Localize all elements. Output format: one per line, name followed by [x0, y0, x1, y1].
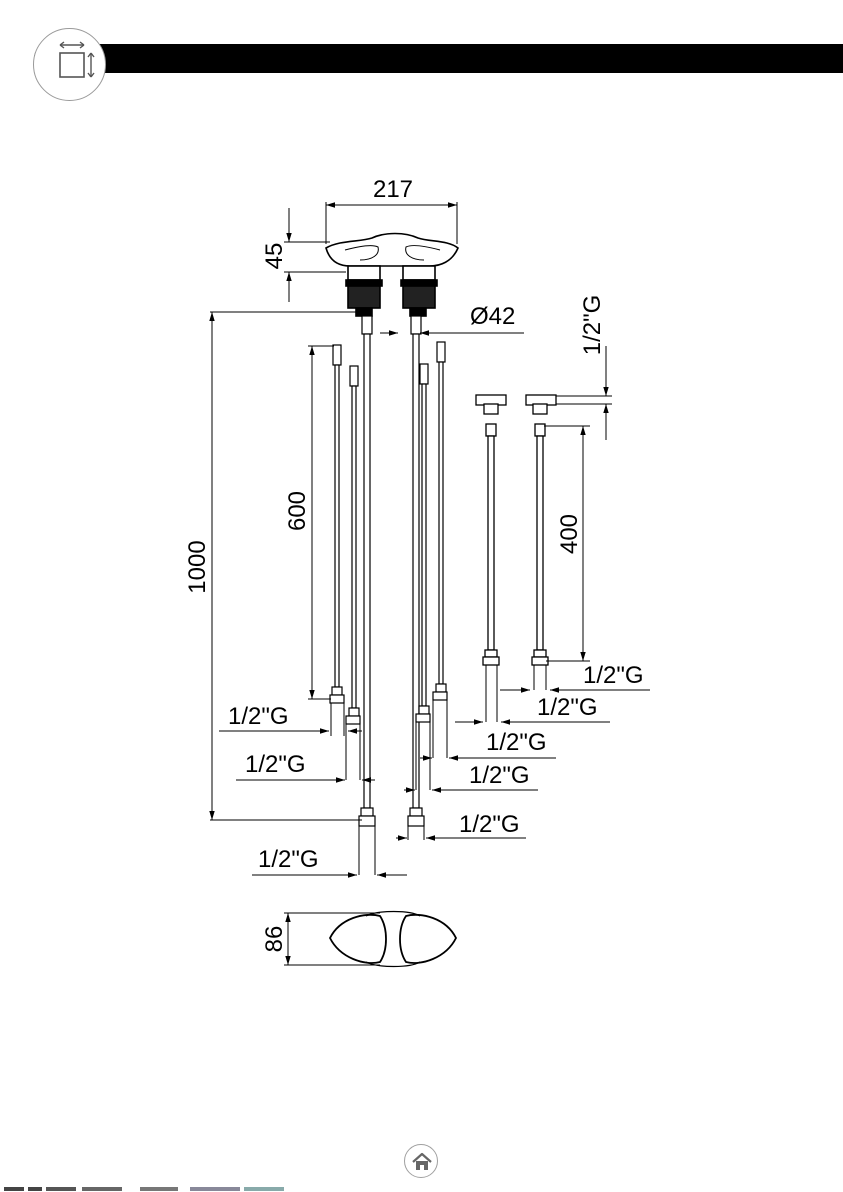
valve-right [526, 395, 556, 665]
dim-thread-5: 1/2"G [459, 811, 520, 838]
dim-thread-4: 1/2"G [469, 762, 530, 789]
dim-thread-3: 1/2"G [486, 729, 547, 756]
dim-thread-2: 1/2"G [537, 694, 598, 721]
dim-thread-8: 1/2"G [258, 846, 319, 873]
footer-strip [0, 1186, 300, 1192]
dim-thread-valve: 1/2"G [579, 295, 606, 356]
dim-thread-7: 1/2"G [245, 751, 306, 778]
hose-600-d [433, 342, 447, 700]
dim-width: 217 [373, 176, 413, 203]
plan-view [330, 912, 456, 967]
dim-depth: 86 [261, 926, 288, 953]
hose-1000-left [359, 316, 375, 826]
dim-length-1000: 1000 [184, 540, 211, 593]
dim-length-600: 600 [284, 491, 311, 531]
hose-600-a [330, 345, 344, 703]
valve-left [476, 395, 506, 665]
hose-600-b [346, 366, 360, 724]
dim-height: 45 [261, 243, 288, 270]
dim-thread-1: 1/2"G [583, 662, 644, 689]
home-icon [405, 1145, 439, 1179]
dim-length-400: 400 [556, 514, 583, 554]
home-button[interactable] [404, 1144, 438, 1178]
dim-thread-6: 1/2"G [228, 703, 289, 730]
dim-diameter: Ø42 [470, 303, 515, 330]
mixer-body [326, 234, 458, 317]
